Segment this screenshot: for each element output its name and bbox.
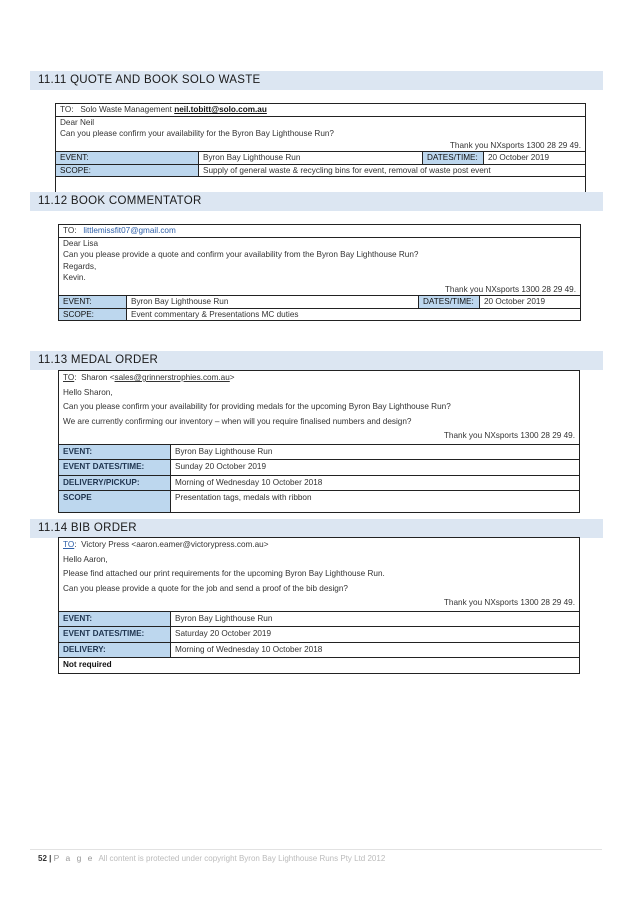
section-heading: 11.14 BIB ORDER	[30, 519, 603, 538]
signoff: Thank you NXsports 1300 28 29 49.	[443, 431, 575, 440]
to-label: TO	[63, 540, 75, 549]
separator: |	[49, 854, 52, 863]
copyright-text: All content is protected under copyright…	[98, 854, 386, 863]
bracket: >	[229, 373, 235, 382]
message-line: Can you please provide a quote and confi…	[63, 250, 419, 259]
to-label: TO:	[60, 105, 74, 114]
event-label: EVENT:	[58, 610, 171, 627]
scope-label: SCOPE:	[58, 307, 127, 321]
event-label: EVENT:	[58, 295, 127, 309]
message-line: Kevin.	[63, 273, 86, 282]
page-number: 52	[38, 854, 47, 863]
scope-label: SCOPE	[58, 490, 171, 513]
event-value: Byron Bay Lighthouse Run	[170, 443, 580, 460]
dates-label: DATES/TIME:	[422, 151, 484, 165]
note-row: Not required	[58, 657, 580, 674]
empty-row	[55, 176, 586, 193]
recipient-email-link[interactable]: sales@grinnerstrophies.com.au	[114, 373, 230, 382]
message-line: Regards,	[63, 261, 97, 271]
section-heading: 11.11 QUOTE AND BOOK SOLO WASTE	[30, 71, 603, 90]
dates-label: EVENT DATES/TIME:	[58, 459, 171, 476]
recipient-email-link[interactable]: littlemissfit07@gmail.com	[83, 226, 176, 235]
recipient-name: Victory Press <aaron.eamer@victorypress.…	[81, 540, 269, 549]
dates-value: Sunday 20 October 2019	[170, 459, 580, 476]
message-line: We are currently confirming our inventor…	[63, 416, 412, 426]
solo-waste-table: TO: Solo Waste Management neil.tobitt@so…	[55, 103, 586, 193]
delivery-label: DELIVERY/PICKUP:	[58, 474, 171, 491]
scope-label: SCOPE:	[55, 163, 199, 177]
scope-value: Presentation tags, medals with ribbon	[170, 490, 580, 513]
to-label: TO	[63, 373, 75, 382]
event-value: Byron Bay Lighthouse Run	[126, 295, 419, 309]
to-row: TO: littlemissfit07@gmail.com	[58, 224, 581, 238]
event-label: EVENT:	[55, 151, 199, 165]
dates-label: EVENT DATES/TIME:	[58, 626, 171, 643]
delivery-value: Morning of Wednesday 10 October 2018	[170, 641, 580, 658]
scope-value: Supply of general waste & recycling bins…	[198, 163, 586, 177]
message-body: TO: Victory Press <aaron.eamer@victorypr…	[58, 537, 580, 612]
delivery-value: Morning of Wednesday 10 October 2018	[170, 474, 580, 491]
dates-value: 20 October 2019	[483, 151, 586, 165]
dates-label: DATES/TIME:	[418, 295, 480, 309]
greeting: Hello Sharon,	[63, 387, 113, 397]
section-heading: 11.12 BOOK COMMENTATOR	[30, 192, 603, 211]
message-line: Can you please confirm your availability…	[60, 129, 334, 138]
page-footer: 52 | P a g e All content is protected un…	[38, 853, 385, 863]
event-value: Byron Bay Lighthouse Run	[170, 610, 580, 627]
bib-order-table: TO: Victory Press <aaron.eamer@victorypr…	[58, 537, 580, 674]
recipient-name: Sharon <	[81, 373, 115, 382]
dates-value: 20 October 2019	[479, 295, 581, 309]
greeting: Hello Aaron,	[63, 554, 108, 564]
signoff: Thank you NXsports 1300 28 29 49.	[444, 284, 576, 294]
dates-value: Saturday 20 October 2019	[170, 626, 580, 643]
greeting: Dear Lisa	[63, 238, 99, 248]
scope-value: Event commentary & Presentations MC duti…	[126, 307, 581, 321]
section-heading: 11.13 MEDAL ORDER	[30, 351, 603, 370]
event-label: EVENT:	[58, 443, 171, 460]
message-line: Can you please confirm your availability…	[63, 402, 451, 411]
message-line: Can you please provide a quote for the j…	[63, 583, 348, 593]
message-line: Please find attached our print requireme…	[63, 569, 385, 578]
to-label: TO:	[63, 226, 77, 235]
page-word: P a g e	[53, 853, 95, 863]
to-row: TO: Solo Waste Management neil.tobitt@so…	[55, 103, 586, 117]
event-value: Byron Bay Lighthouse Run	[198, 151, 423, 165]
greeting: Dear Neil	[60, 117, 95, 127]
medal-order-table: TO: Sharon <sales@grinnerstrophies.com.a…	[58, 370, 580, 513]
recipient-name: Solo Waste Management	[80, 105, 172, 114]
footer-divider	[30, 849, 602, 850]
signoff: Thank you NXsports 1300 28 29 49.	[449, 140, 581, 150]
delivery-label: DELIVERY:	[58, 641, 171, 658]
signoff: Thank you NXsports 1300 28 29 49.	[443, 598, 575, 607]
recipient-email-link[interactable]: neil.tobitt@solo.com.au	[174, 105, 267, 114]
message-body: TO: Sharon <sales@grinnerstrophies.com.a…	[58, 370, 580, 445]
